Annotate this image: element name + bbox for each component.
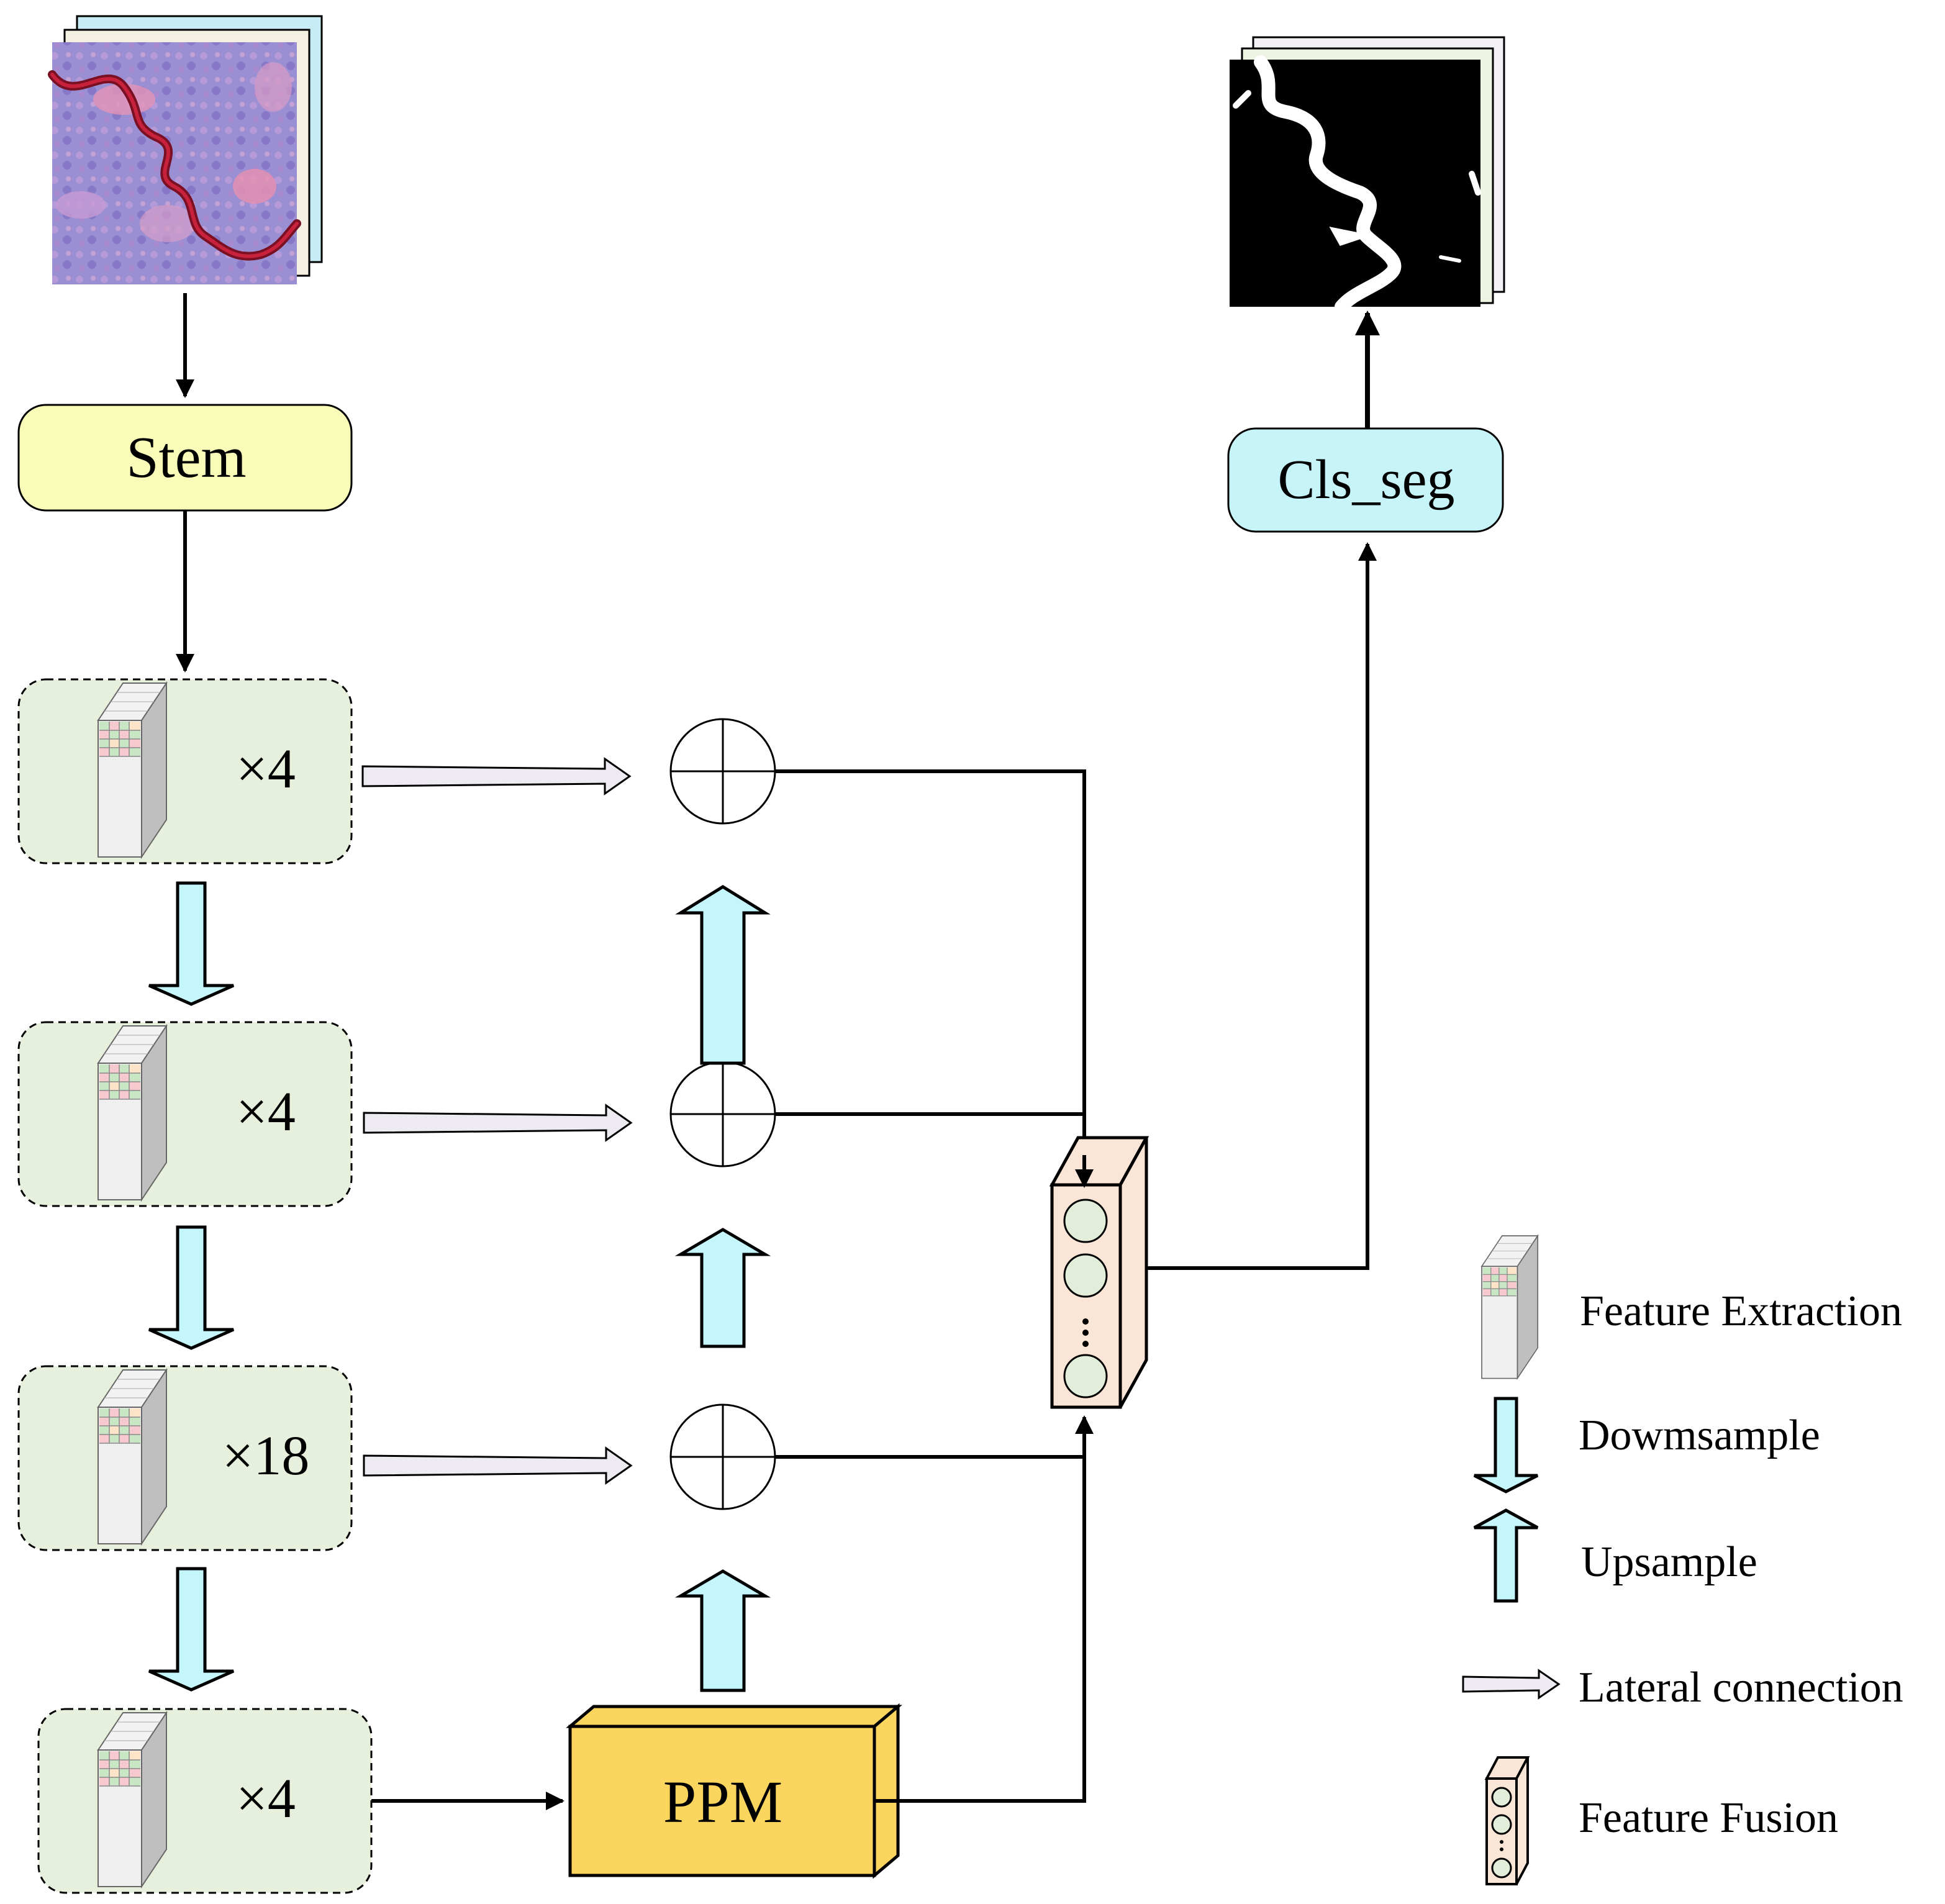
- legend-upsample: Upsample: [1473, 1508, 1757, 1603]
- feature-extraction-icon: [97, 1025, 167, 1200]
- upsample-arrow-2: [674, 1228, 771, 1348]
- downsample-arrow-1: [149, 883, 233, 1004]
- cls-seg-block: Cls_seg: [1227, 427, 1504, 533]
- output-mask: [1230, 36, 1505, 314]
- feature-extraction-icon: [97, 1712, 167, 1887]
- legend-feature-fusion: Feature Fusion: [1484, 1756, 1838, 1885]
- legend-feature-extraction-label: Feature Extraction: [1580, 1287, 1902, 1335]
- stage-1-repeat: ×4: [236, 738, 296, 800]
- downsample-arrow-2: [149, 1227, 233, 1348]
- legend-downsample: Dowmsample: [1473, 1397, 1820, 1494]
- feature-fusion-block: [1049, 1136, 1149, 1409]
- stage-2: ×4: [17, 1021, 353, 1207]
- lateral-arrow-2: [363, 1104, 633, 1142]
- fusion-to-cls-line: [1146, 542, 1377, 1270]
- legend-feature-fusion-label: Feature Fusion: [1579, 1794, 1838, 1842]
- input-image: [48, 15, 323, 284]
- feature-extraction-icon: [1481, 1235, 1539, 1379]
- upsample-arrow-3: [674, 1569, 771, 1692]
- stage-4: ×4: [37, 1708, 373, 1894]
- legend-lateral-label: Lateral connection: [1579, 1664, 1903, 1711]
- stage-4-repeat: ×4: [236, 1768, 296, 1829]
- feature-extraction-icon: [97, 1369, 167, 1544]
- lateral-arrow-3: [363, 1446, 633, 1485]
- legend-downsample-label: Dowmsample: [1579, 1412, 1820, 1459]
- sum2-to-fusion-line: [775, 1112, 1086, 1149]
- sum-node-3: [669, 1403, 776, 1510]
- stem-label: Stem: [126, 425, 246, 490]
- ppm-block: PPM: [566, 1703, 902, 1879]
- stage-2-repeat: ×4: [236, 1081, 296, 1143]
- upsample-arrow-1: [675, 885, 771, 1065]
- lateral-arrow-1: [361, 757, 632, 796]
- stage-1: ×4: [17, 678, 353, 864]
- legend-upsample-label: Upsample: [1581, 1538, 1757, 1586]
- legend: Feature Extraction Dowmsample Upsample L…: [1462, 1235, 1903, 1885]
- stem-block: Stem: [17, 404, 353, 512]
- ppm-label: PPM: [663, 1769, 782, 1835]
- legend-feature-extraction: Feature Extraction: [1481, 1235, 1902, 1379]
- sum-node-2: [669, 1061, 776, 1167]
- downsample-arrow-3: [149, 1569, 233, 1690]
- stage-3: ×18: [17, 1365, 353, 1551]
- legend-lateral: Lateral connection: [1462, 1664, 1903, 1711]
- feature-extraction-icon: [97, 682, 167, 858]
- stage-3-repeat: ×18: [222, 1425, 310, 1487]
- sum-node-1: [669, 718, 776, 825]
- cls-seg-label: Cls_seg: [1277, 449, 1454, 510]
- ppm-to-fusion-line: [874, 1415, 1094, 1803]
- sum1-to-fusion-line: [775, 769, 1094, 1188]
